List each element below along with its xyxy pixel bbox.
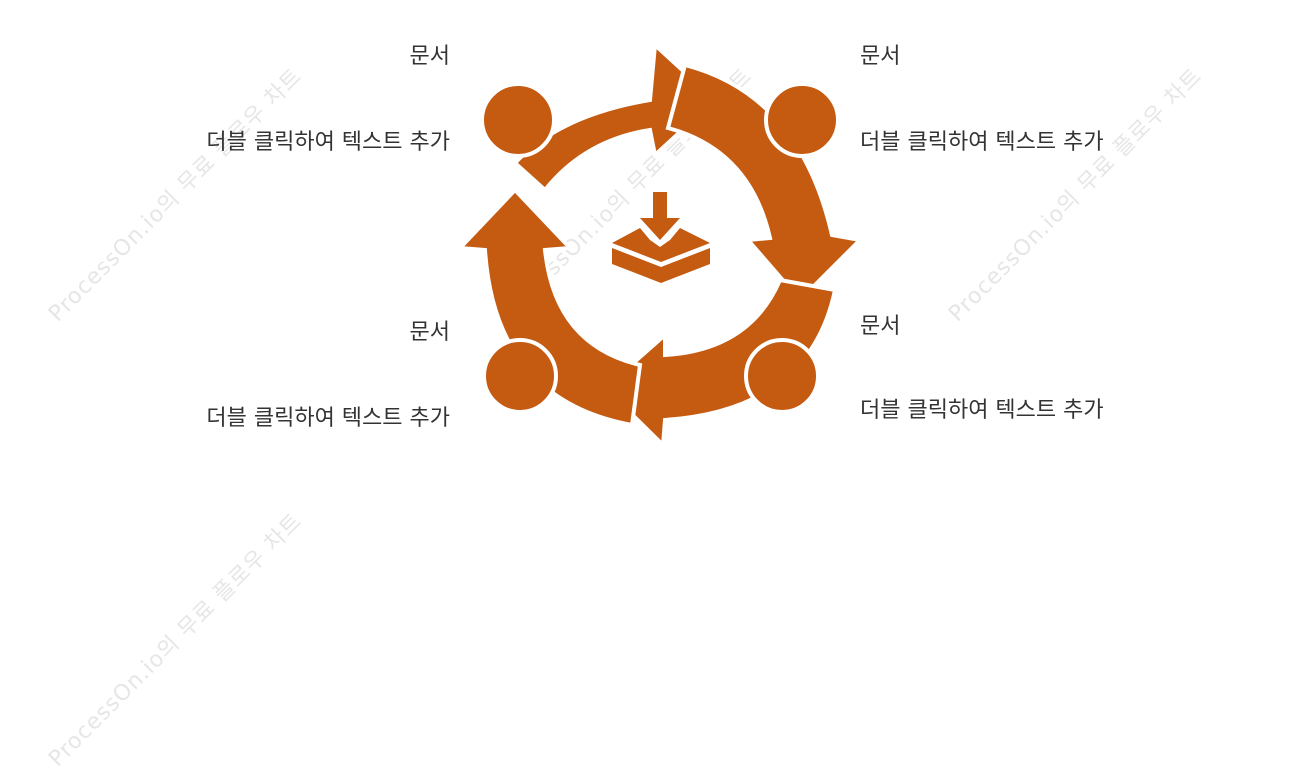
node-circle-bottom-right[interactable] bbox=[744, 338, 820, 414]
download-tray-icon bbox=[612, 192, 710, 283]
item-body-top-left[interactable]: 더블 클릭하여 텍스트 추가 bbox=[206, 130, 450, 155]
item-body-bottom-right[interactable]: 더블 클릭하여 텍스트 추가 bbox=[860, 398, 1104, 423]
node-circle-bottom-left[interactable] bbox=[482, 338, 558, 414]
item-title-top-left[interactable]: 문서 bbox=[409, 44, 450, 69]
watermark-text: ProcessOn.io의 무료 플로우 차트 bbox=[44, 508, 308, 772]
item-title-top-right[interactable]: 문서 bbox=[860, 44, 901, 69]
item-title-bottom-left[interactable]: 문서 bbox=[409, 320, 450, 345]
item-title-bottom-right[interactable]: 문서 bbox=[860, 314, 901, 339]
item-body-top-right[interactable]: 더블 클릭하여 텍스트 추가 bbox=[860, 130, 1104, 155]
cycle-arrow-left[interactable] bbox=[455, 187, 643, 428]
node-circle-top-left[interactable] bbox=[480, 82, 556, 158]
cycle-diagram bbox=[455, 45, 865, 445]
cycle-arrow-right[interactable] bbox=[665, 62, 865, 303]
item-body-bottom-left[interactable]: 더블 클릭하여 텍스트 추가 bbox=[206, 406, 450, 431]
node-circle-top-right[interactable] bbox=[764, 82, 840, 158]
